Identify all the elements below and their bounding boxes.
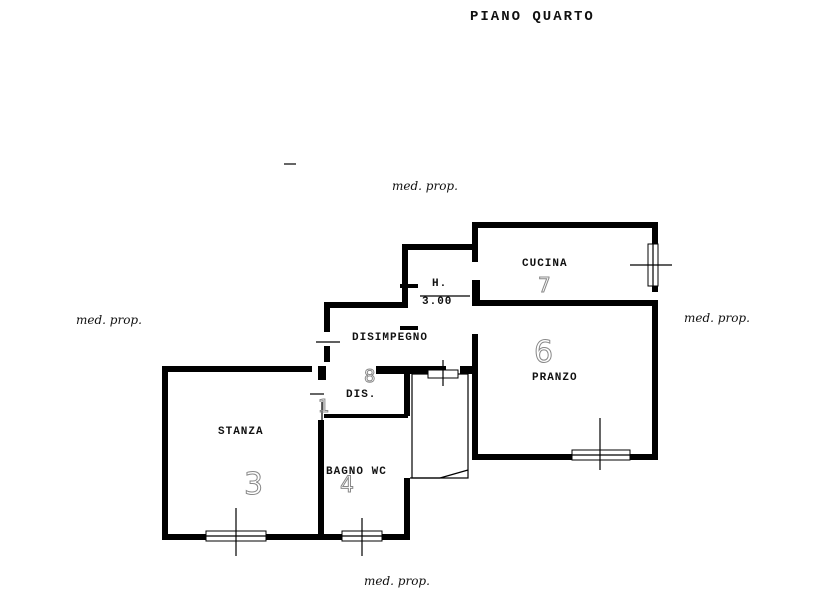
room-label-pranzo: PRANZO [532, 372, 578, 384]
pencil-number-pranzo: 6 [534, 335, 553, 370]
pencil-number-bagno: 4 [340, 473, 354, 498]
closet-door-swing [439, 469, 469, 479]
pencil-number-dis: 1 [318, 396, 329, 417]
pencil-number-disimpegno: 8 [364, 366, 375, 387]
height-label: H. [432, 278, 447, 290]
neighbor-top-label: med. prop. [392, 179, 458, 193]
room-label-bagno: BAGNO WC [326, 466, 387, 478]
room-label-dis: DIS. [346, 389, 376, 401]
pencil-number-cucina: 7 [538, 273, 551, 297]
pencil-number-stanza: 3 [244, 467, 263, 502]
floor-title: PIANO QUARTO [470, 9, 595, 25]
neighbor-bottom-label: med. prop. [364, 574, 430, 588]
room-label-cucina: CUCINA [522, 258, 568, 270]
neighbor-right-label: med. prop. [684, 311, 750, 325]
walls [162, 222, 658, 540]
windows [205, 243, 672, 556]
room-label-disimpegno: DISIMPEGNO [352, 332, 428, 344]
height-value: 3.00 [422, 296, 452, 308]
neighbor-left-label: med. prop. [76, 313, 142, 327]
room-label-stanza: STANZA [218, 426, 264, 438]
